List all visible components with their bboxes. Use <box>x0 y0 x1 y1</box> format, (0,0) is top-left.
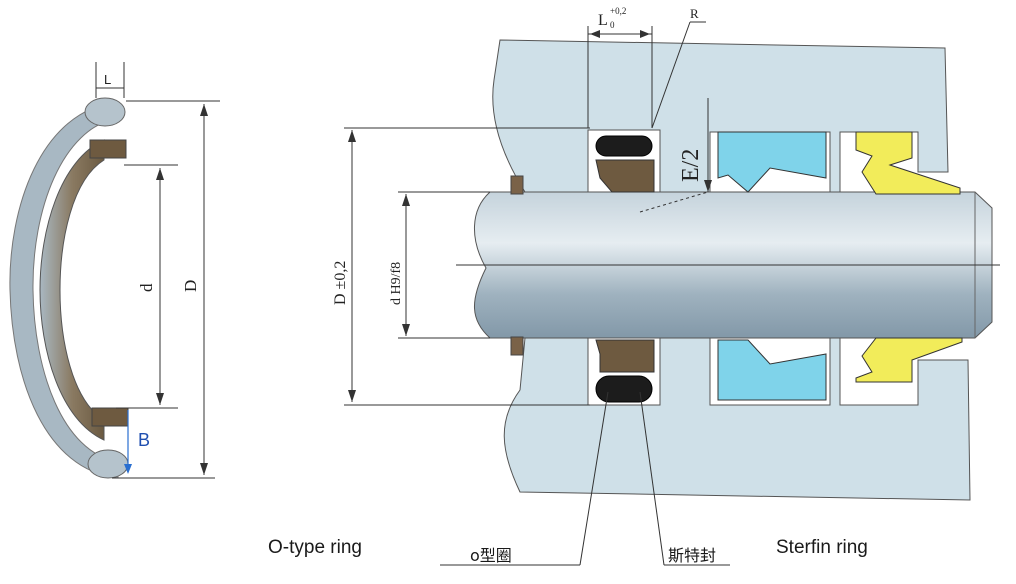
label-L-lower-tol: 0 <box>610 20 615 30</box>
caption-o-type-ring: O-type ring <box>268 537 362 558</box>
label-D-left: D <box>181 280 200 292</box>
step-seal-upper <box>595 159 655 193</box>
ring-inner-band <box>39 139 105 441</box>
label-D-tolerance: D ±0,2 <box>332 261 349 305</box>
caption-sterfin-ring: Sterfin ring <box>776 537 868 558</box>
left-ring-figure: L d D B <box>9 62 220 479</box>
caption-o-ring-cn: o型圈 <box>470 546 512 565</box>
wiper-cyan-lower <box>717 339 827 401</box>
label-d-fit: d H9/f8 <box>389 262 404 305</box>
backup-ring-lower <box>510 336 524 356</box>
wiper-cyan-upper <box>717 131 827 193</box>
left-dimension-lines <box>95 62 220 479</box>
o-ring-lower <box>595 375 653 403</box>
left-arrowheads <box>156 104 208 475</box>
label-L-left: L <box>104 72 111 87</box>
main-dimension-lines <box>344 21 730 566</box>
o-ring-upper <box>595 135 653 157</box>
main-seal-figure: L +0,2 0 R E/2 D ±0,2 d H9/f8 <box>332 6 1000 566</box>
backup-ring-upper <box>510 175 524 195</box>
label-d-left: d <box>137 283 156 292</box>
caption-sterfin-cn: 斯特封 <box>668 546 717 565</box>
ring-top-section <box>84 97 126 127</box>
ring-bottom-section <box>87 449 129 479</box>
label-L-tolerance: L <box>598 12 608 29</box>
ring-top-lip <box>89 139 127 159</box>
label-E-half: E/2 <box>678 149 704 182</box>
ring-bottom-lip <box>91 407 129 427</box>
b-arrow-icon <box>124 464 132 474</box>
label-B: B <box>138 430 150 450</box>
step-seal-lower <box>595 339 655 373</box>
main-arrowheads <box>348 30 712 402</box>
sterfin-ring-lower <box>855 337 963 383</box>
label-L-upper-tol: +0,2 <box>610 6 626 16</box>
sterfin-ring-upper <box>855 131 961 195</box>
label-R: R <box>690 6 699 21</box>
